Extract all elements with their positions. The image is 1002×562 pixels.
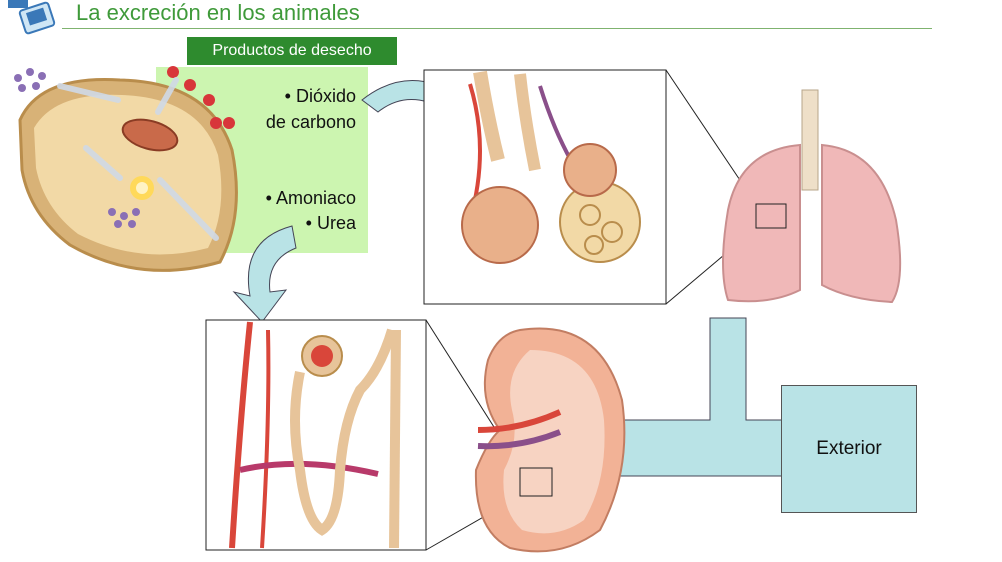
alveoli-frame (423, 69, 667, 305)
title-divider (62, 28, 932, 29)
lungs-illustration (722, 89, 902, 304)
waste-item-urea: • Urea (305, 213, 356, 233)
slide-title: La excreción en los animales (76, 0, 360, 25)
nephron-illustration (229, 321, 401, 549)
waste-item-ammonia: • Amoniaco (265, 188, 356, 208)
slide-logo-icon (6, 0, 56, 42)
exterior-box: Exterior (781, 385, 917, 513)
nephron-frame (205, 319, 427, 551)
alveoli-illustration (461, 70, 641, 264)
kidney-illustration (474, 327, 626, 553)
waste-products-header: Productos de desecho (187, 37, 397, 65)
arrow-to-lungs (361, 80, 477, 131)
exterior-label: Exterior (816, 438, 882, 459)
waste-item-co2-cont: de carbono (265, 112, 356, 132)
waste-item-co2: • Dióxido (284, 86, 356, 106)
